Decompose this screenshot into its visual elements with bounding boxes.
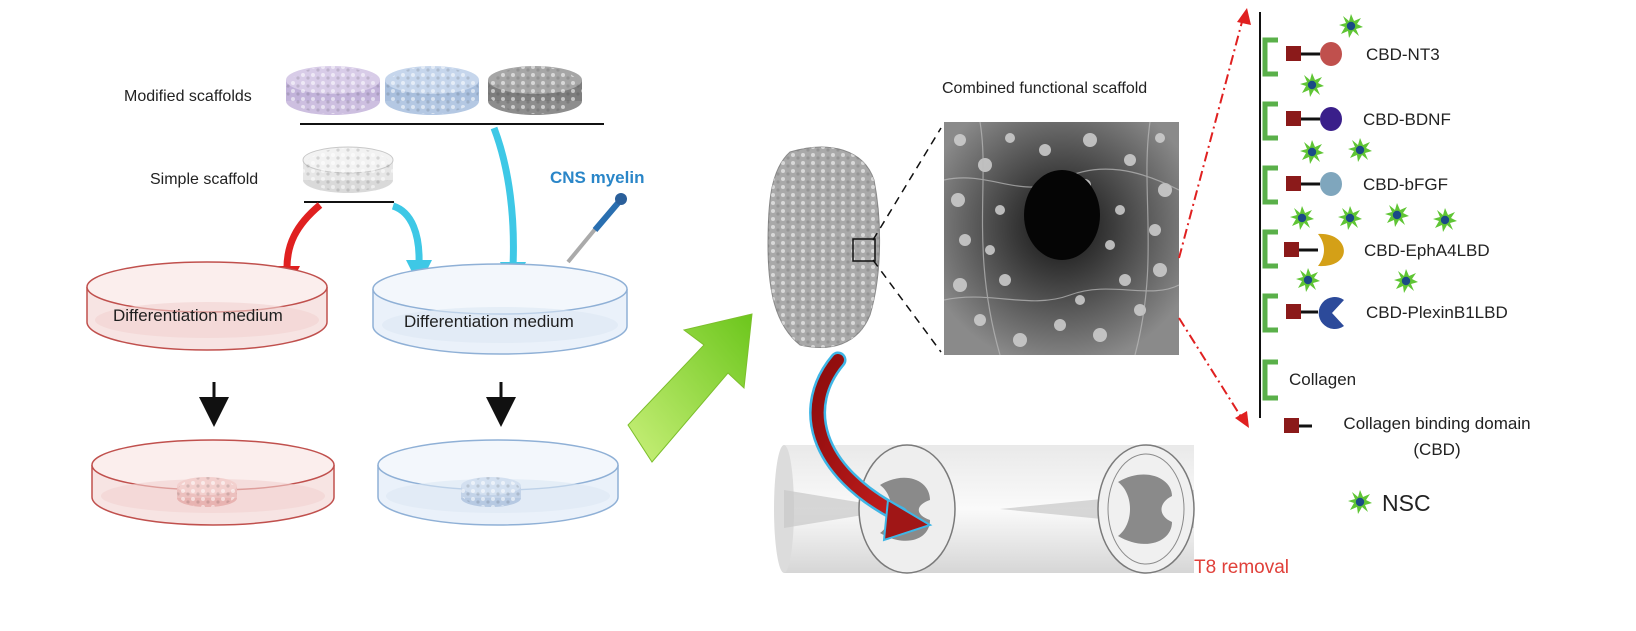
label-medium-left: Differentiation medium [113, 306, 283, 325]
legend-row-plexinb1lbd [1262, 293, 1344, 333]
cyan-curved-arrow-short [391, 202, 423, 265]
legend-cbd-symbol [1284, 418, 1312, 433]
legend-label-cbd-line2: (CBD) [1413, 440, 1461, 459]
sem-micrograph [943, 121, 1180, 356]
simple-scaffold-group [302, 146, 394, 203]
dish-red-bottom [91, 439, 335, 526]
dish-blue-bottom [377, 439, 619, 526]
red-zoom-lines [1178, 8, 1251, 428]
modified-scaffolds-group [286, 66, 604, 125]
legend-label-bdnf: CBD-BDNF [1363, 110, 1451, 129]
scaffold-gray [488, 66, 582, 115]
implant-arrow [809, 351, 933, 542]
legend-label-nt3: CBD-NT3 [1366, 45, 1440, 64]
legend-label-cbd-line1: Collagen binding domain [1343, 414, 1531, 433]
label-medium-right: Differentiation medium [404, 312, 574, 331]
legend-row-bdnf [1262, 101, 1342, 141]
green-arrow [627, 313, 753, 463]
combined-scaffold-3d [767, 146, 881, 348]
legend-row-nt3 [1262, 37, 1342, 77]
dish-red-top [86, 261, 328, 351]
dish-blue-top [372, 263, 628, 355]
spinal-cord-tube [774, 444, 1195, 574]
scaffold-blue [385, 66, 479, 115]
red-curved-arrow [283, 202, 323, 273]
legend-label-bfgf: CBD-bFGF [1363, 175, 1448, 194]
label-simple-scaffold: Simple scaffold [150, 171, 259, 188]
legend-row-bfgf [1262, 165, 1342, 205]
legend-label-collagen: Collagen [1289, 370, 1357, 389]
label-modified-scaffolds: Modified scaffolds [124, 88, 252, 105]
label-t8-removal: T8 removal [1194, 557, 1290, 578]
label-cns-myelin: CNS myelin [550, 168, 645, 187]
legend-label-nsc: NSC [1382, 490, 1431, 516]
legend-row-collagen [1262, 359, 1278, 401]
cyan-curved-arrow-long [490, 126, 517, 267]
legend-label-epha4lbd: CBD-EphA4LBD [1364, 241, 1490, 260]
nsc-cells [1290, 14, 1457, 514]
legend-label-plexinb1lbd: CBD-PlexinB1LBD [1366, 303, 1508, 322]
scaffold-purple [286, 66, 380, 115]
label-combined-functional-scaffold: Combined functional scaffold [942, 80, 1148, 97]
legend-row-epha4lbd [1262, 229, 1344, 269]
